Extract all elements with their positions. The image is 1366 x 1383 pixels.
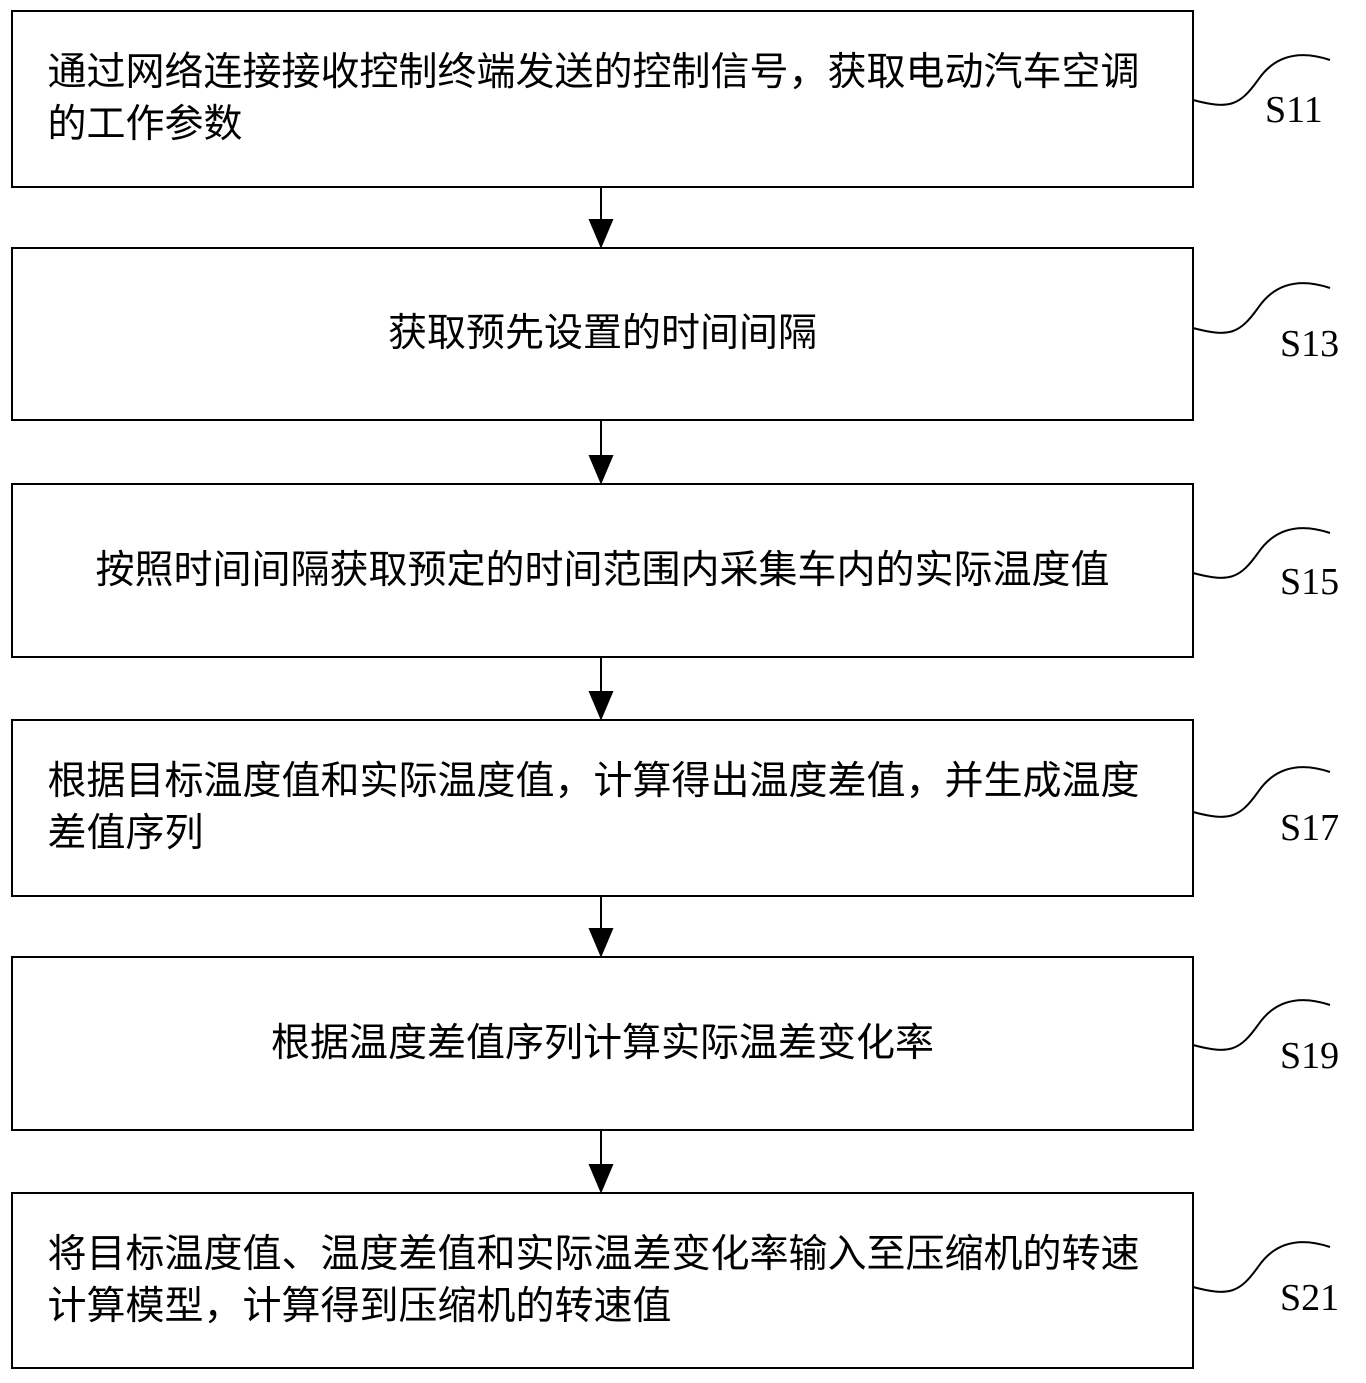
arrow-5 bbox=[588, 1130, 614, 1194]
arrow-2 bbox=[588, 420, 614, 485]
step-box-s11 bbox=[11, 10, 1194, 188]
step-label-s19: S19 bbox=[1280, 1035, 1340, 1077]
step-box-s21 bbox=[11, 1192, 1194, 1369]
step-label-s21: S21 bbox=[1280, 1277, 1340, 1319]
leader-wave-s15 bbox=[1192, 527, 1331, 579]
step-label-s13: S13 bbox=[1280, 323, 1340, 365]
step-box-s19 bbox=[11, 956, 1194, 1131]
leader-wave-s17 bbox=[1192, 766, 1331, 818]
step-box-s15 bbox=[11, 483, 1194, 658]
step-text-s11: 通过网络连接接收控制终端发送的控制信号，获取电动汽车空调的工作参数 bbox=[47, 50, 1140, 147]
step-text-s21: 将目标温度值、温度差值和实际温差变化率输入至压缩机的转速计算模型，计算得到压缩机… bbox=[47, 1231, 1140, 1329]
leader-wave-s21 bbox=[1192, 1241, 1331, 1293]
step-label-s15: S15 bbox=[1280, 561, 1340, 603]
step-label-s11: S11 bbox=[1265, 89, 1323, 131]
arrow-4 bbox=[588, 896, 614, 958]
step-text-s15: 按照时间间隔获取预定的时间范围内采集车内的实际温度值 bbox=[95, 547, 1110, 593]
step-text-s13: 获取预先设置的时间间隔 bbox=[387, 311, 817, 356]
step-box-s13 bbox=[11, 247, 1194, 421]
step-text-s17: 根据目标温度值和实际温度值，计算得出温度差值，并生成温度差值序列 bbox=[47, 759, 1140, 856]
step-text-s19: 根据温度差值序列计算实际温差变化率 bbox=[270, 1020, 934, 1066]
step-label-s17: S17 bbox=[1280, 807, 1340, 849]
leader-wave-s13 bbox=[1192, 282, 1331, 334]
leader-wave-s11 bbox=[1192, 54, 1331, 106]
leader-wave-s19 bbox=[1192, 999, 1331, 1051]
step-box-s17 bbox=[11, 719, 1194, 897]
arrow-1 bbox=[588, 187, 614, 249]
arrow-3 bbox=[588, 657, 614, 721]
